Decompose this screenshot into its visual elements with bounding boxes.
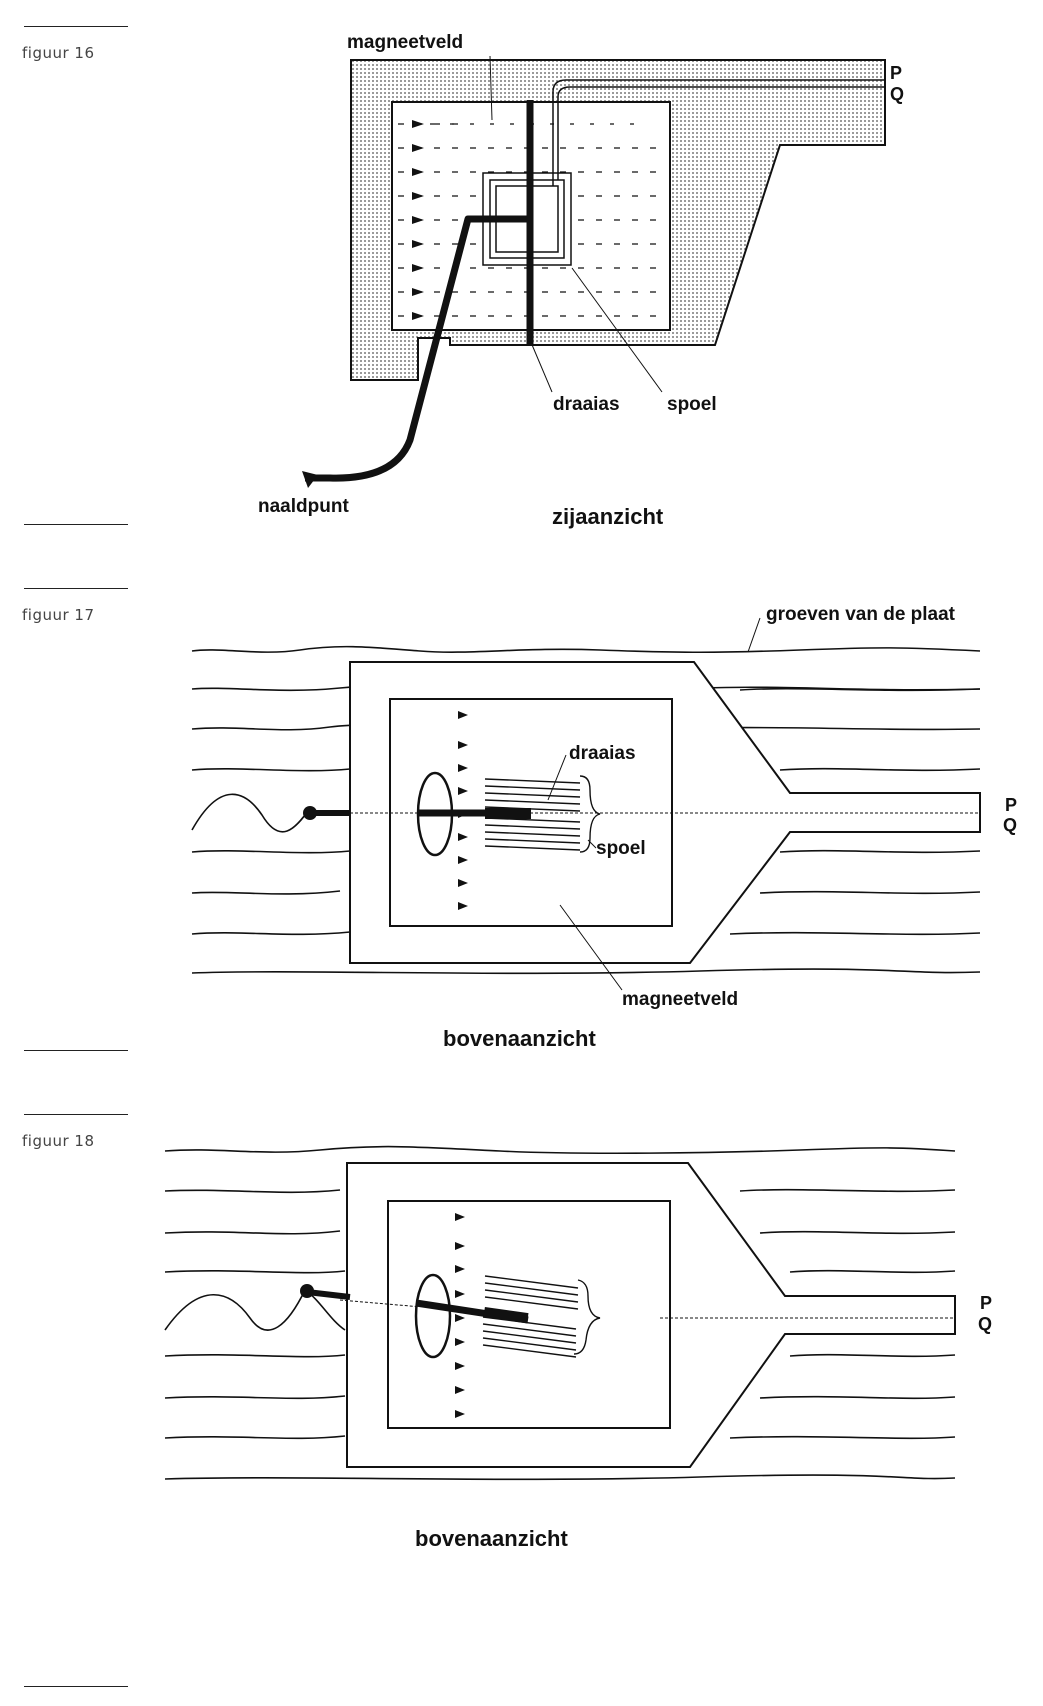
figure-18-diagram: P Q bovenaanzicht xyxy=(164,1145,992,1551)
axis-pivot xyxy=(485,808,531,819)
needle-tip xyxy=(303,806,317,820)
field-arrows xyxy=(458,711,468,910)
label-spoel: spoel xyxy=(596,838,646,859)
field-arrows xyxy=(455,1213,465,1418)
margin-rule xyxy=(24,1114,128,1115)
label-groeven: groeven van de plaat xyxy=(766,604,956,625)
leader-line xyxy=(547,754,567,801)
margin-rule xyxy=(24,1050,128,1051)
coil-wires xyxy=(552,79,885,186)
figure-18-label: figuur 18 xyxy=(22,1132,95,1150)
label-p: P xyxy=(1005,795,1017,815)
figure-17-diagram: groeven van de plaat draaias spoel P Q m… xyxy=(191,604,1017,1051)
label-magneetveld: magneetveld xyxy=(347,32,463,53)
label-spoel: spoel xyxy=(667,394,717,415)
label-magneetveld: magneetveld xyxy=(622,989,738,1010)
field-arrows xyxy=(398,123,665,317)
leader-line xyxy=(489,55,493,121)
coil xyxy=(482,1275,601,1358)
margin-rule xyxy=(24,1686,128,1687)
label-q: Q xyxy=(978,1314,992,1334)
figure-16-diagram: magneetveld P Q draaias spoel naaldpunt … xyxy=(258,32,904,529)
leader-line xyxy=(747,617,761,653)
label-draaias: draaias xyxy=(569,743,636,764)
needle-tip xyxy=(300,1284,314,1298)
margin-rule xyxy=(24,588,128,589)
caption-zijaanzicht: zijaanzicht xyxy=(552,504,664,529)
armature-disc xyxy=(414,1273,452,1359)
figure-17-label: figuur 17 xyxy=(22,606,95,624)
label-naaldpunt: naaldpunt xyxy=(258,496,349,517)
leader-line xyxy=(559,904,623,991)
margin-rule xyxy=(24,26,128,27)
leader-line xyxy=(571,267,663,393)
label-p: P xyxy=(980,1293,992,1313)
coil xyxy=(484,775,601,853)
arrowheads xyxy=(412,120,424,320)
axis-pivot xyxy=(483,1306,529,1324)
label-p: P xyxy=(890,63,902,83)
leader-line xyxy=(587,839,597,849)
leader-line xyxy=(529,339,553,393)
figure-16-label: figuur 16 xyxy=(22,44,95,62)
label-q: Q xyxy=(1003,815,1017,835)
needle-tip xyxy=(302,471,318,488)
record-grooves xyxy=(164,1145,956,1481)
margin-rule xyxy=(24,524,128,525)
caption-bovenaanzicht: bovenaanzicht xyxy=(443,1026,596,1051)
needle-arm xyxy=(305,215,530,482)
label-draaias: draaias xyxy=(553,394,620,415)
caption-bovenaanzicht: bovenaanzicht xyxy=(415,1526,568,1551)
label-q: Q xyxy=(890,84,904,104)
cantilever xyxy=(306,1289,351,1300)
